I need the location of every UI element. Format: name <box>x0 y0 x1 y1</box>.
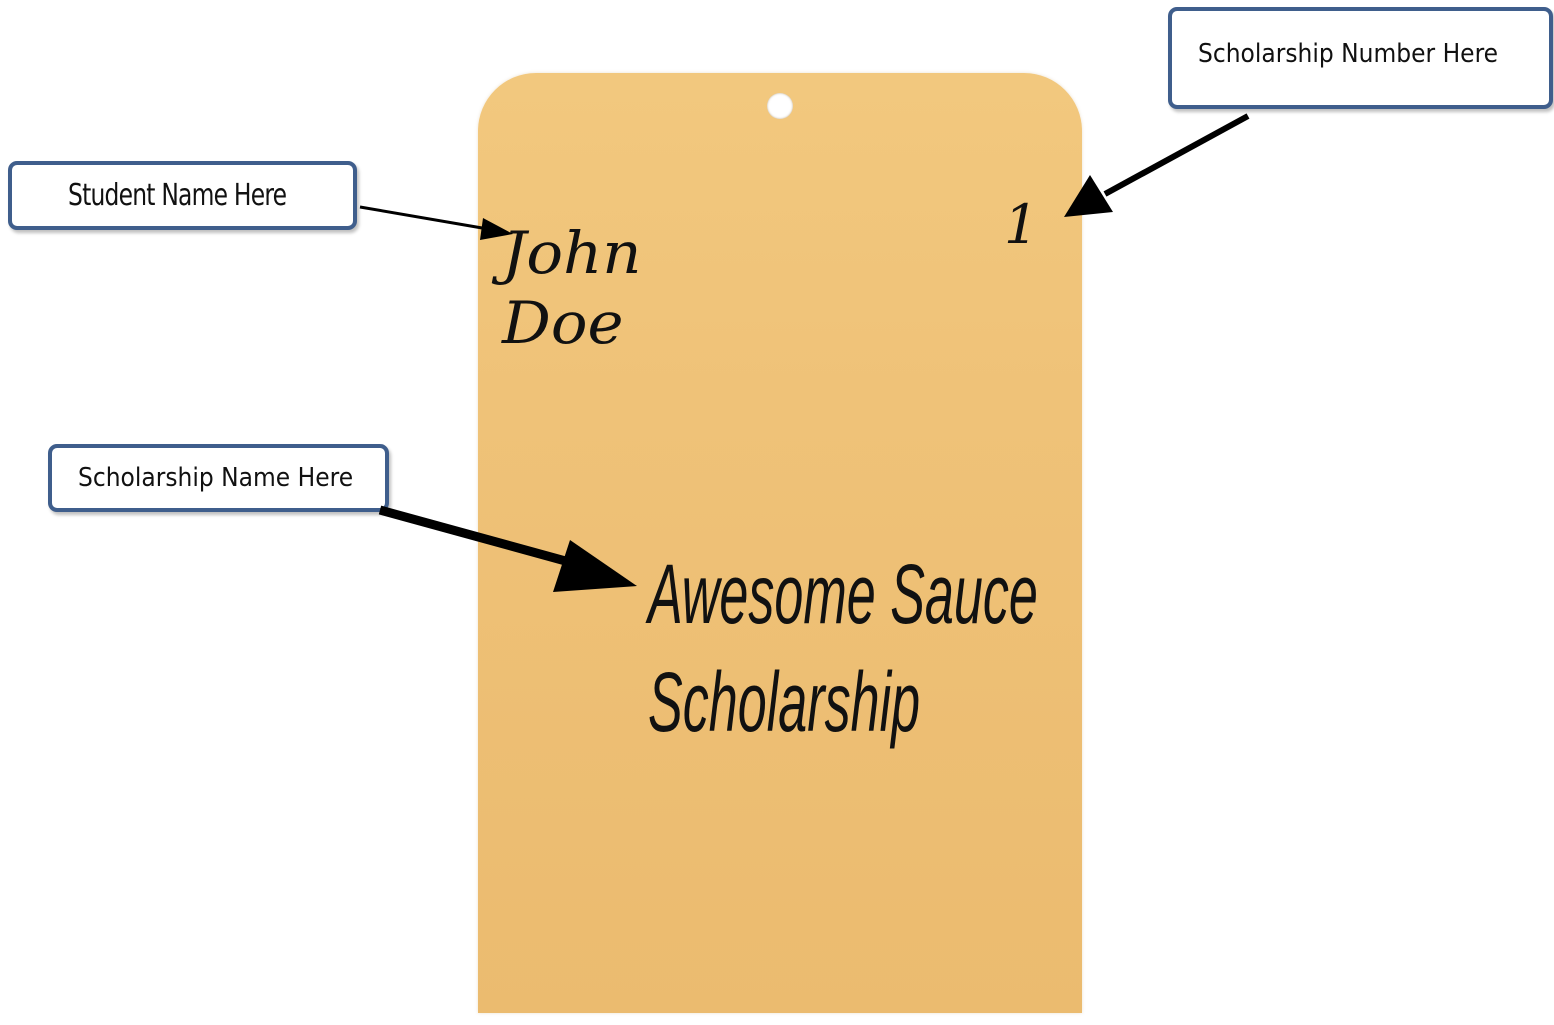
student-name-line-1: John <box>502 219 642 287</box>
scholarship-name-handwritten: Awesome Sauce Scholarship <box>648 540 1038 756</box>
student-name-callout: Student Name Here <box>8 161 357 230</box>
student-name-line-2: Doe <box>502 289 624 357</box>
scholarship-number-arrow <box>1064 113 1250 217</box>
scholarship-name-callout: Scholarship Name Here <box>48 444 389 512</box>
scholarship-name-line-1: Awesome Sauce <box>648 547 1038 641</box>
student-name-handwritten: John Doe <box>502 218 642 358</box>
scholarship-number-callout-label: Scholarship Number Here <box>1198 39 1499 69</box>
scholarship-number-callout: Scholarship Number Here <box>1168 7 1553 109</box>
student-name-callout-label: Student Name Here <box>68 178 287 213</box>
clasp-hole <box>767 93 793 119</box>
scholarship-name-line-2: Scholarship <box>648 655 921 749</box>
scholarship-name-callout-label: Scholarship Name Here <box>78 463 354 493</box>
scholarship-number-handwritten: 1 <box>1004 193 1039 256</box>
